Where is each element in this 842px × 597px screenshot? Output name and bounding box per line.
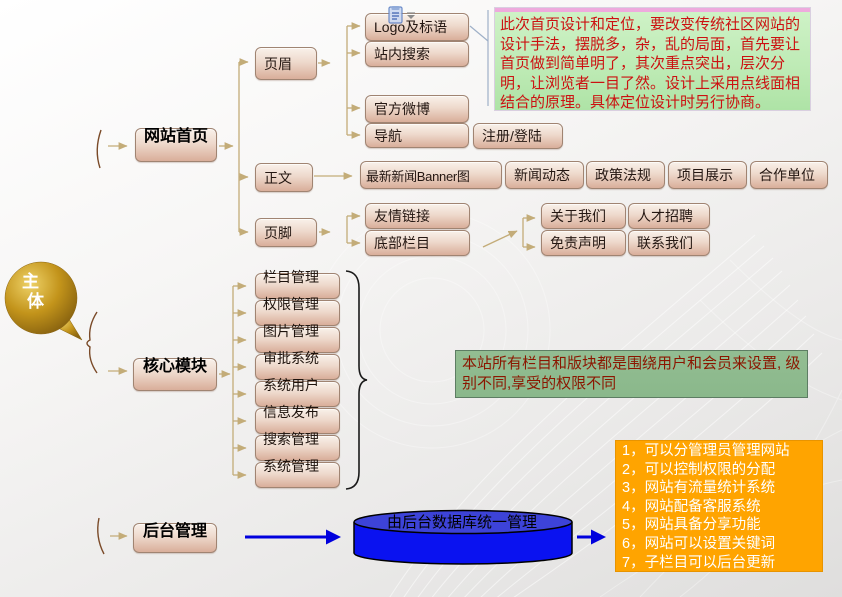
node-module-publishing-label: 信息发布 [263,404,319,420]
root-bubble[interactable] [2,260,98,348]
node-module-approval[interactable]: 审批系统 [255,350,340,380]
admin-feature-item: 7，子栏目可以后台更新 [622,554,776,571]
brace-homepage [96,129,102,169]
node-module-search-label: 搜索管理 [263,431,319,447]
admin-feature-item: 2，可以控制权限的分配 [622,461,776,478]
node-module-columns-label: 栏目管理 [263,269,319,285]
node-module-system-label: 系统管理 [263,458,319,474]
node-news-banner-label: 最新新闻Banner图 [366,168,470,184]
node-module-images[interactable]: 图片管理 [255,323,340,353]
admin-feature-item: 1，可以分管理员管理网站 [622,443,790,459]
node-friend-links-label: 友情链接 [374,208,430,224]
brace-backend [97,517,105,555]
node-page-footer[interactable]: 页脚 [255,218,317,247]
node-module-system[interactable]: 系统管理 [255,458,340,488]
node-module-columns[interactable]: 栏目管理 [255,269,340,299]
node-navigation-label: 导航 [374,127,402,144]
node-module-users[interactable]: 系统用户 [255,377,340,407]
arrow-bottombar-out [482,230,518,248]
database-cylinder[interactable] [352,508,574,568]
node-news-banner[interactable]: 最新新闻Banner图 [360,161,502,189]
node-navigation[interactable]: 导航 [365,123,469,148]
node-page-body-label: 正文 [264,169,292,186]
node-recruitment[interactable]: 人才招聘 [628,203,710,229]
node-disclaimer-label: 免责声明 [550,235,606,251]
node-core-label: 核心模块 [142,358,207,375]
design-note[interactable]: 此次首页设计和定位，要改变传统社区网站的设计手法，摆脱多，杂，乱的局面，首先要让… [495,8,810,111]
node-core[interactable]: 核心模块 [133,358,217,391]
node-module-permissions-label: 权限管理 [263,296,319,312]
node-site-search[interactable]: 站内搜索 [365,41,469,67]
node-policies[interactable]: 政策法规 [586,161,665,189]
node-backend[interactable]: 后台管理 [133,523,217,553]
admin-feature-item: 6，网站可以设置关键词 [622,535,776,552]
node-page-header-label: 页眉 [264,55,292,72]
node-register-login[interactable]: 注册/登陆 [473,123,563,149]
dropdown-triangle-icon [407,15,415,19]
node-partners-label: 合作单位 [759,167,815,183]
node-module-search[interactable]: 搜索管理 [255,431,340,461]
node-about-us[interactable]: 关于我们 [541,203,626,229]
node-friend-links[interactable]: 友情链接 [365,203,470,229]
node-page-footer-label: 页脚 [264,224,292,241]
node-contact-us[interactable]: 联系我们 [628,230,710,256]
node-news-updates-label: 新闻动态 [514,167,570,183]
node-page-body[interactable]: 正文 [255,163,313,192]
node-backend-label: 后台管理 [142,523,207,540]
node-module-publishing[interactable]: 信息发布 [255,404,340,434]
admin-feature-item: 3，网站有流量统计系统 [622,480,776,497]
paste-options-icon[interactable] [388,6,418,26]
node-site-search-label: 站内搜索 [374,46,430,62]
node-projects-label: 项目展示 [677,167,733,183]
node-disclaimer[interactable]: 免责声明 [541,230,626,256]
node-register-login-label: 注册/登陆 [482,128,542,144]
permission-note-text: 本站所有栏目和版块都是围绕用户和会员来设置, 级别不同,享受的权限不同 [462,355,801,392]
node-official-weibo-label: 官方微博 [374,101,430,117]
node-recruitment-label: 人才招聘 [637,208,693,224]
node-policies-label: 政策法规 [595,167,651,183]
admin-feature-item: 4，网站配备客服系统 [622,498,761,515]
admin-features-box[interactable]: 1，可以分管理员管理网站 2，可以控制权限的分配 3，网站有流量统计系统 4，网… [615,440,823,572]
node-contact-us-label: 联系我们 [637,235,693,251]
callout-diagonal-line [469,25,489,42]
core-modules-brace [345,270,368,490]
node-module-users-label: 系统用户 [263,377,319,393]
node-projects[interactable]: 项目展示 [668,161,747,189]
admin-feature-item: 5，网站具备分享功能 [622,517,761,534]
database-cylinder-label: 由后台数据库统一管理 [386,514,537,531]
root-bubble-label: 主 体 [22,272,44,311]
node-module-images-label: 图片管理 [263,323,319,339]
node-bottom-columns[interactable]: 底部栏目 [365,230,470,256]
node-about-us-label: 关于我们 [550,208,606,224]
node-homepage[interactable]: 网站首页 [135,128,217,162]
node-partners[interactable]: 合作单位 [750,161,828,189]
brace-core [86,311,98,374]
design-note-text: 此次首页设计和定位，要改变传统社区网站的设计手法，摆脱多，杂，乱的局面，首先要让… [500,16,801,111]
node-module-permissions[interactable]: 权限管理 [255,296,340,326]
permission-note[interactable]: 本站所有栏目和版块都是围绕用户和会员来设置, 级别不同,享受的权限不同 [455,350,808,398]
node-homepage-label: 网站首页 [143,128,208,145]
node-module-approval-label: 审批系统 [263,350,319,366]
node-official-weibo[interactable]: 官方微博 [365,95,469,123]
node-bottom-columns-label: 底部栏目 [374,235,430,251]
node-news-updates[interactable]: 新闻动态 [505,161,584,189]
node-page-header[interactable]: 页眉 [255,47,317,80]
